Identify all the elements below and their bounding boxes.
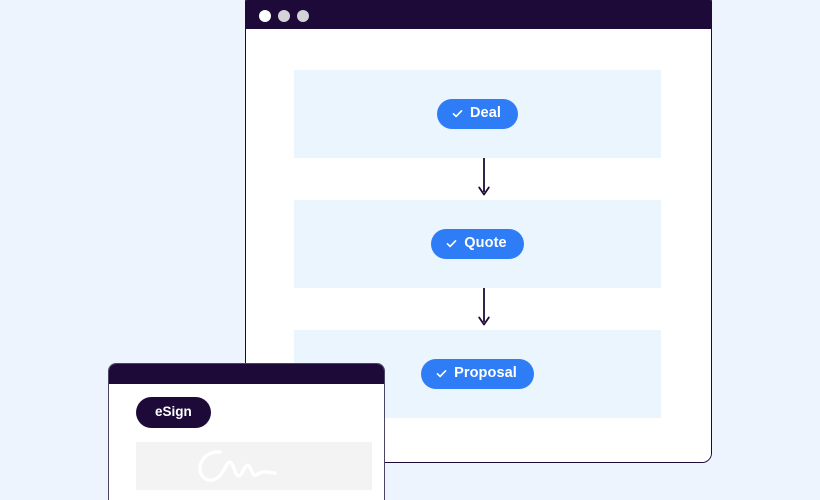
check-icon bbox=[436, 370, 447, 378]
esign-badge[interactable]: eSign bbox=[136, 397, 211, 428]
close-dot[interactable] bbox=[259, 10, 271, 22]
arrow-deal-to-quote bbox=[477, 158, 491, 200]
arrow-quote-to-proposal bbox=[477, 288, 491, 330]
esign-window-body: eSign bbox=[109, 384, 384, 500]
check-icon bbox=[452, 110, 463, 118]
esign-window-titlebar[interactable] bbox=[109, 364, 384, 384]
check-icon bbox=[446, 240, 457, 248]
step-badge-proposal[interactable]: Proposal bbox=[421, 359, 534, 389]
step-badge-deal[interactable]: Deal bbox=[436, 99, 519, 129]
step-badge-label: Deal bbox=[469, 105, 502, 122]
main-window-titlebar[interactable] bbox=[246, 0, 711, 29]
step-badge-label: Quote bbox=[464, 235, 507, 252]
maximize-dot[interactable] bbox=[297, 10, 309, 22]
step-badge-quote[interactable]: Quote bbox=[431, 229, 524, 259]
step-badge-label: Proposal bbox=[454, 365, 517, 382]
workflow-step-row-quote: Quote bbox=[294, 200, 661, 288]
workflow-step-row-deal: Deal bbox=[294, 70, 661, 158]
esign-window: eSign bbox=[108, 363, 385, 500]
esign-badge-label: eSign bbox=[155, 404, 192, 419]
signature-canvas[interactable] bbox=[136, 442, 372, 490]
minimize-dot[interactable] bbox=[278, 10, 290, 22]
signature-stroke bbox=[198, 450, 277, 482]
